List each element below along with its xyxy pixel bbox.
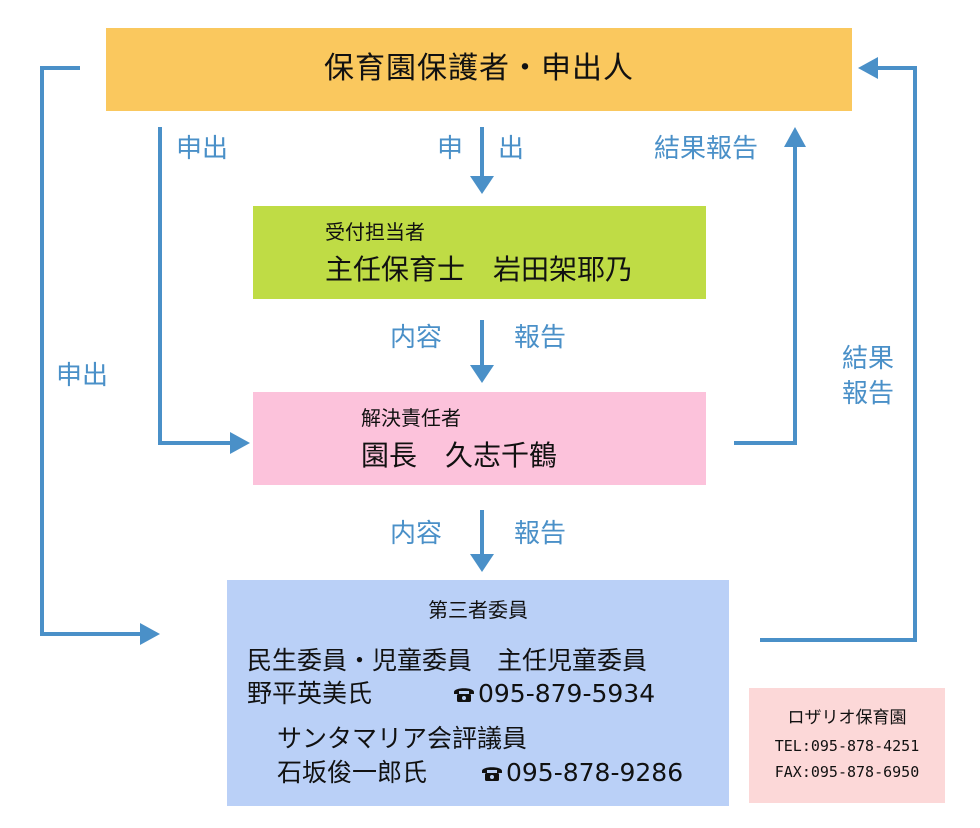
center-mid-arrowhead (470, 365, 494, 383)
outer-right-line (760, 66, 917, 642)
telephone-icon (482, 766, 502, 781)
committee-member-1-phone-row: 095-879-5934 (453, 681, 655, 706)
committee-member-1-phone: 095-879-5934 (478, 679, 656, 708)
nursery-fax: FAX:095-878-6950 (774, 763, 920, 781)
inner-left-arrowhead (230, 432, 250, 454)
inner-right-arrowhead (784, 127, 806, 147)
center-bottom-label-2: 報告 (514, 519, 567, 549)
outer-right-label-1: 結果 (842, 344, 895, 374)
center-top-label-2: 出 (498, 134, 525, 164)
center-bottom-label-1: 内容 (390, 519, 443, 549)
outer-left-line (40, 66, 140, 636)
parents-applicant-title: 保育園保護者・申出人 (324, 51, 634, 86)
inner-right-label: 結果報告 (654, 134, 759, 164)
outer-right-label-2: 報告 (842, 379, 895, 409)
center-bottom-arrowhead (470, 554, 494, 572)
parents-applicant-box: 保育園保護者・申出人 (106, 28, 852, 111)
outer-left-label: 申出 (56, 361, 109, 391)
committee-line-3: サンタマリア会評議員 (277, 724, 528, 753)
committee-member-2-phone: 095-878-9286 (506, 758, 684, 787)
outer-right-arrowhead (858, 57, 878, 79)
committee-title: 第三者委員 (428, 598, 528, 622)
nursery-contact-box: ロザリオ保育園 TEL:095-878-4251 FAX:095-878-695… (749, 688, 945, 803)
inner-left-label: 申出 (176, 134, 229, 164)
committee-member-2-phone-row: 095-878-9286 (481, 760, 683, 785)
resolution-box: 解決責任者 園長 久志千鶴 (253, 392, 706, 485)
third-party-committee-box: 第三者委員 民生委員・児童委員 主任児童委員 野平英美氏 095-879-593… (227, 580, 729, 806)
resolution-role: 解決責任者 (361, 406, 461, 430)
outer-left-arrowhead (140, 623, 160, 645)
committee-member-2-name: 石坂俊一郎氏 (277, 758, 428, 787)
inner-left-line (158, 127, 230, 445)
telephone-icon (454, 687, 474, 702)
center-top-arrowhead (470, 176, 494, 194)
reception-person: 主任保育士 岩田架耶乃 (325, 253, 634, 286)
nursery-name: ロザリオ保育園 (787, 708, 907, 728)
inner-right-line (734, 146, 797, 445)
reception-box: 受付担当者 主任保育士 岩田架耶乃 (253, 206, 706, 299)
reception-role: 受付担当者 (325, 220, 425, 244)
center-mid-label-2: 報告 (514, 323, 567, 353)
committee-member-1-name: 野平英美氏 (247, 679, 373, 708)
resolution-person: 園長 久志千鶴 (361, 439, 558, 472)
center-top-label-1: 申 (437, 134, 464, 164)
center-mid-label-1: 内容 (390, 323, 443, 353)
nursery-tel: TEL:095-878-4251 (774, 737, 920, 755)
committee-line-1: 民生委員・児童委員 主任児童委員 (247, 646, 648, 675)
